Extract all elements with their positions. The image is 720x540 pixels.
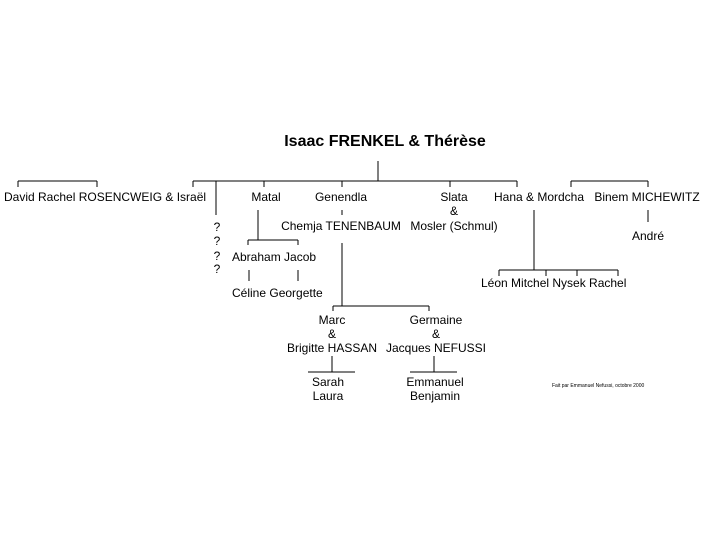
genendla: Genendla bbox=[314, 190, 368, 204]
andre: André bbox=[631, 229, 665, 243]
laura: Laura bbox=[312, 389, 344, 403]
jacques-nefussi: Jacques NEFUSSI bbox=[385, 341, 487, 355]
unknown-child: ? bbox=[213, 220, 221, 234]
benjamin: Benjamin bbox=[409, 389, 461, 403]
brigitte-hassan: Brigitte HASSAN bbox=[286, 341, 378, 355]
mosler-schmul: Mosler (Schmul) bbox=[410, 219, 498, 233]
slata: Slata bbox=[440, 190, 468, 204]
chemja-tenenbaum: Chemja TENENBAUM bbox=[281, 219, 401, 233]
unknown-child: ? bbox=[213, 262, 221, 276]
germaine: Germaine bbox=[409, 313, 463, 327]
sarah: Sarah bbox=[311, 375, 345, 389]
author-credit: Fait par Emmanuel Nefussi, octobre 2000 bbox=[552, 383, 645, 389]
matal: Matal bbox=[251, 190, 281, 204]
abraham-jacob: Abraham Jacob bbox=[232, 250, 317, 264]
emmanuel: Emmanuel bbox=[406, 375, 464, 389]
unknown-child: ? bbox=[213, 234, 221, 248]
slata-ampersand: & bbox=[449, 204, 459, 218]
hana-children: Léon Mitchel Nysek Rachel bbox=[481, 276, 627, 290]
root-couple: Isaac FRENKEL & Thérèse bbox=[284, 133, 486, 150]
binem-michewitz: Binem MICHEWITZ bbox=[594, 190, 700, 204]
unknown-child: ? bbox=[213, 249, 221, 263]
celine-georgette: Céline Georgette bbox=[232, 286, 323, 300]
hana-mordcha: Hana & Mordcha bbox=[493, 190, 585, 204]
marc: Marc bbox=[318, 313, 346, 327]
marc-ampersand: & bbox=[327, 327, 337, 341]
germaine-ampersand: & bbox=[431, 327, 441, 341]
david-rachel: David Rachel ROSENCWEIG & Israël bbox=[4, 190, 207, 204]
